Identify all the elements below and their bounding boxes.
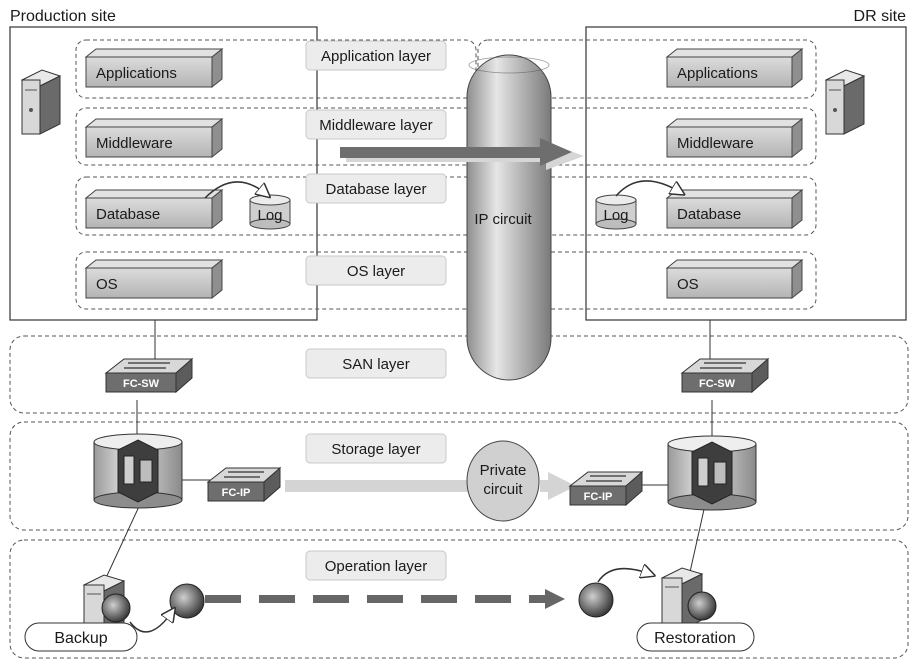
prod-server-icon [20, 69, 62, 135]
prod-storage-array [93, 433, 183, 509]
tape-to-restoration-arrow [597, 569, 650, 583]
connector-lines [104, 320, 713, 581]
prod-applications-label: Applications [96, 65, 177, 82]
dr-server-icon [824, 69, 866, 135]
prod-database-box: Database [84, 188, 224, 230]
dr-os-label: OS [677, 276, 699, 293]
dr-applications-box: Applications [665, 47, 804, 89]
san-layer-label: SAN layer [342, 356, 410, 373]
restoration-server-icon [660, 567, 717, 631]
restoration-label-tag: Restoration [636, 622, 755, 652]
storage-replication-arrow [285, 472, 576, 500]
backup-label-tag: Backup [24, 622, 138, 652]
dr-applications-label: Applications [677, 65, 758, 82]
prod-fc-ip-label: FC-IP [222, 487, 251, 499]
dr-log-label: Log [603, 207, 628, 224]
dr-log-cylinder: Log [595, 194, 637, 230]
prod-middleware-label: Middleware [96, 135, 173, 152]
prod-fc-ip-switch: FC-IP [206, 466, 282, 503]
prod-database-label: Database [96, 206, 160, 223]
storage-layer-label: Storage layer [331, 441, 420, 458]
storage-layer-band [9, 421, 909, 531]
backup-label: Backup [54, 630, 107, 647]
private-circuit-label-line1: Private [480, 462, 527, 479]
layer-labels: Application layer Middleware layer Datab… [305, 40, 447, 581]
prod-log-cylinder: Log [249, 194, 291, 230]
prod-fc-sw-switch: FC-SW [104, 357, 194, 394]
restoration-label: Restoration [654, 630, 736, 647]
backup-server-icon [82, 574, 131, 635]
prod-os-box: OS [84, 258, 224, 300]
ip-circuit: IP circuit [466, 54, 552, 381]
application-layer-band-right [477, 39, 817, 99]
middleware-layer-label: Middleware layer [319, 117, 432, 134]
backup-transfer-arrow [205, 589, 565, 609]
dr-database-label: Database [677, 206, 741, 223]
dr-middleware-label: Middleware [677, 135, 754, 152]
dr-storage-array [667, 435, 757, 511]
database-layer-band-right [477, 176, 817, 236]
dr-fc-sw-label: FC-SW [699, 378, 736, 390]
prod-middleware-box: Middleware [84, 117, 224, 159]
san-layer-band [9, 335, 909, 414]
dr-site-title: DR site [854, 8, 907, 25]
middleware-replication-arrow [340, 138, 584, 170]
restore-tape-icon [578, 582, 614, 618]
database-layer-label: Database layer [326, 181, 427, 198]
application-layer-band-left [75, 39, 477, 99]
application-layer-label: Application layer [321, 48, 431, 65]
prod-os-label: OS [96, 276, 118, 293]
dr-os-box: OS [665, 258, 804, 300]
prod-log-label: Log [257, 207, 282, 224]
production-site-title: Production site [10, 8, 116, 25]
prod-applications-box: Applications [84, 47, 224, 89]
dr-fc-ip-label: FC-IP [584, 491, 613, 503]
prod-db-to-log-arrow [204, 181, 266, 198]
dr-database-box: Database [665, 188, 804, 230]
dr-site-frame [585, 26, 907, 321]
dr-fc-sw-switch: FC-SW [680, 357, 770, 394]
private-circuit-label-line2: circuit [483, 481, 523, 498]
os-layer-label: OS layer [347, 263, 405, 280]
prod-fc-sw-label: FC-SW [123, 378, 160, 390]
backup-to-tape-arrow [129, 612, 172, 633]
dr-fc-ip-switch: FC-IP [568, 470, 644, 507]
private-circuit: Private circuit [466, 440, 540, 522]
backup-tape-icon [169, 583, 205, 619]
operation-layer-band [9, 539, 909, 659]
ip-circuit-label: IP circuit [474, 211, 532, 228]
operation-layer-label: Operation layer [325, 558, 428, 575]
dr-middleware-box: Middleware [665, 117, 804, 159]
dr-log-to-db-arrow [615, 180, 680, 197]
